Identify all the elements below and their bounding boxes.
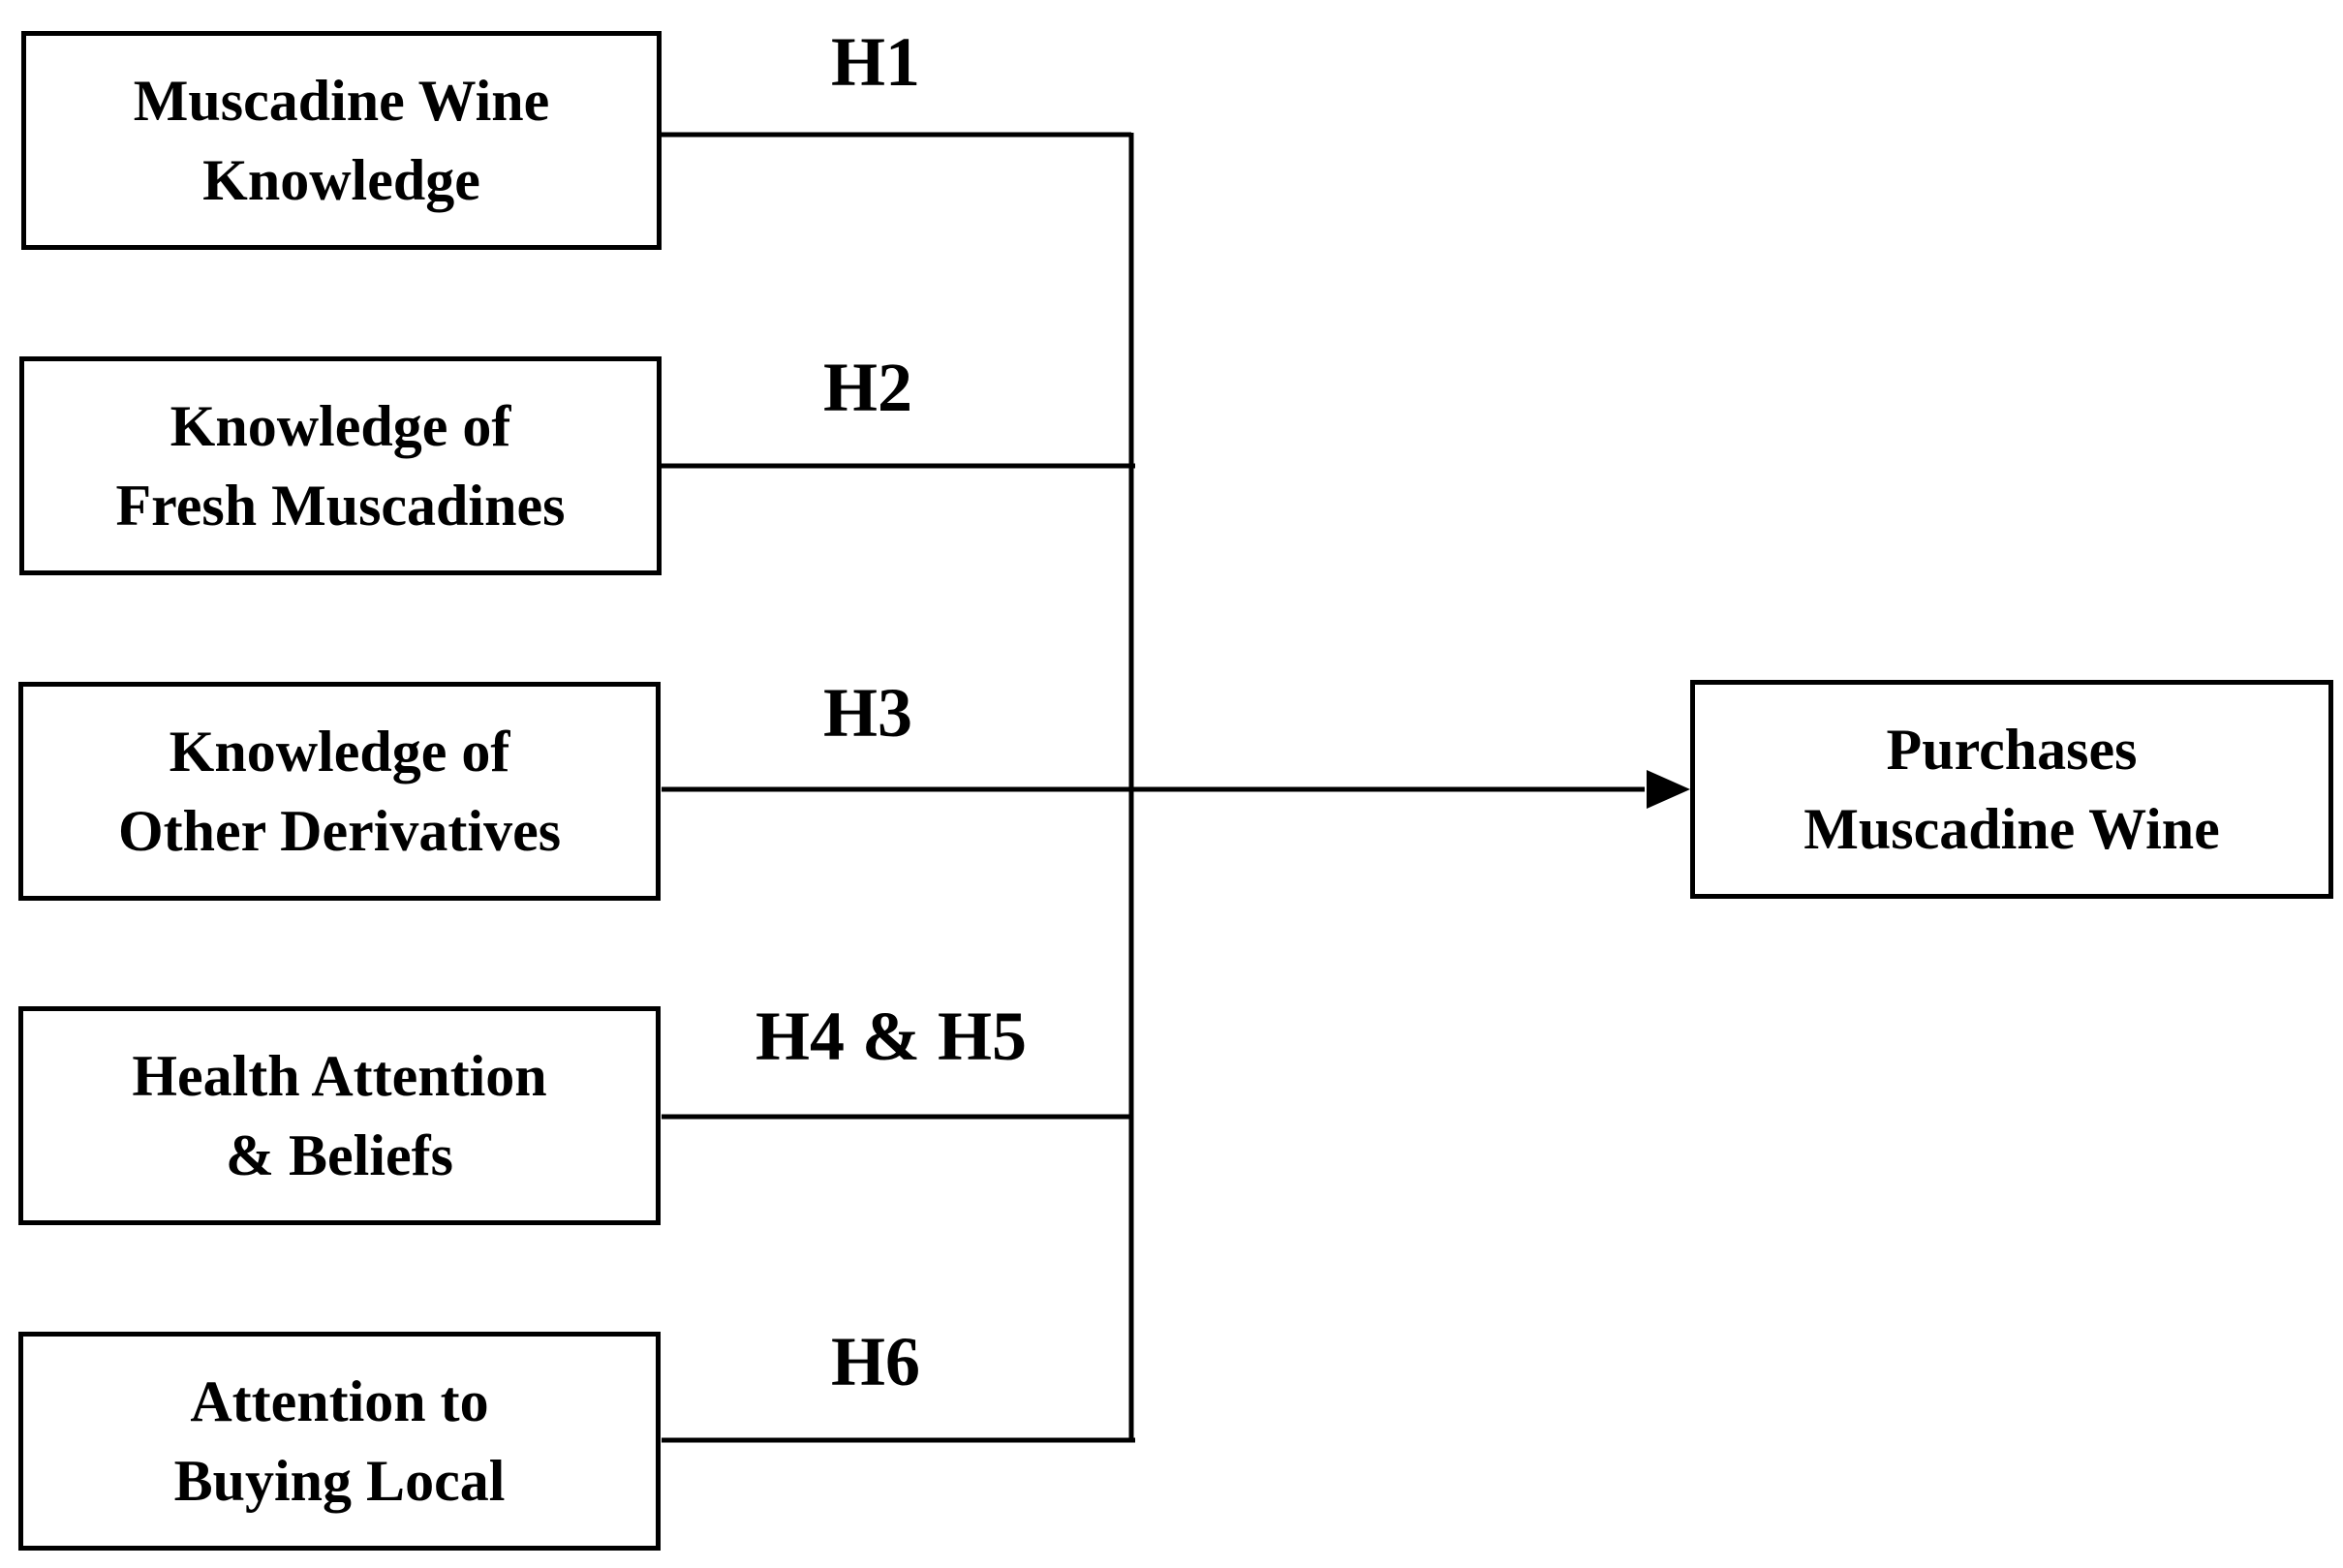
hypothesis-label-h2: H2 <box>822 349 912 426</box>
factor-box-knowledge-fresh-muscadines: Knowledge of Fresh Muscadines <box>19 356 662 575</box>
factor-box-attention-buying-local: Attention to Buying Local <box>18 1332 661 1551</box>
factor-box-muscadine-wine-knowledge: Muscadine Wine Knowledge <box>21 31 662 250</box>
hypothesis-label-h1: H1 <box>830 23 920 101</box>
hypothesis-label-h6: H6 <box>830 1323 920 1400</box>
hypothesis-label-h3: H3 <box>822 674 912 752</box>
hypothesis-label-h4-h5: H4 & H5 <box>755 998 1027 1075</box>
factor-box-knowledge-other-derivatives: Knowledge of Other Derivatives <box>18 682 661 901</box>
outcome-box-purchases-muscadine-wine: Purchases Muscadine Wine <box>1690 680 2333 899</box>
factor-box-health-attention-beliefs: Health Attention & Beliefs <box>18 1006 661 1225</box>
arrowhead <box>1647 770 1690 809</box>
